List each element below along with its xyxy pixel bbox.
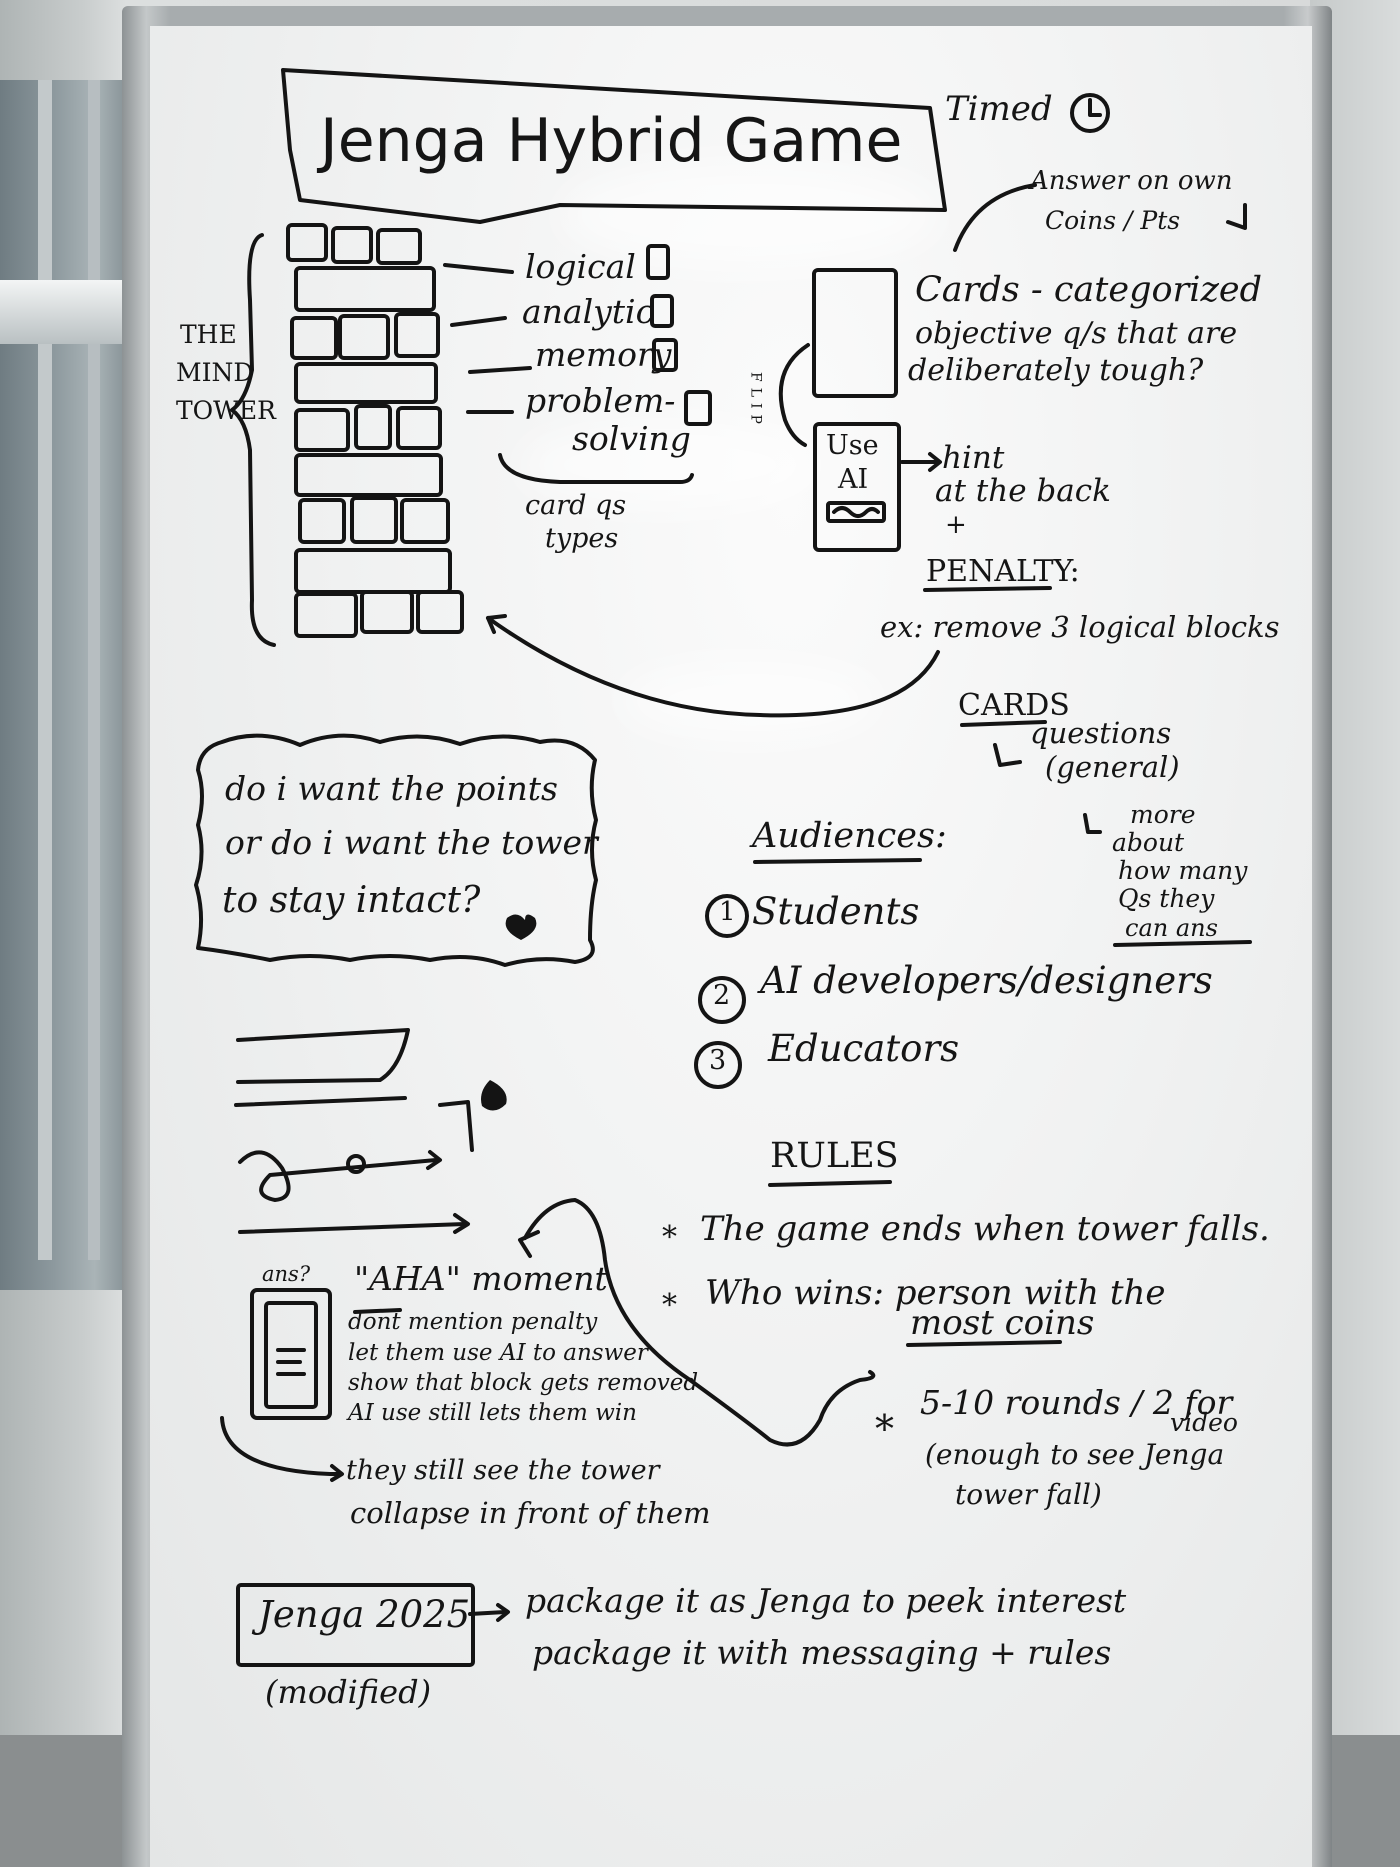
mind-tower-line-2: MIND (176, 358, 254, 387)
card-types-caption-2: types (545, 523, 619, 554)
footer-bullet-1: package it as Jenga to peek interest (525, 1581, 1127, 1620)
audiences-heading: Audiences: (752, 816, 947, 856)
number-circle (698, 976, 746, 1024)
audience-educators: Educators (768, 1027, 960, 1070)
aha-footer-2: collapse in front of them (350, 1496, 711, 1530)
cards-line-about: about (1112, 828, 1185, 857)
heart-icon (505, 914, 537, 940)
mind-tower-line-1: THE (180, 320, 237, 349)
cards-note-line-2: objective q/s that are (915, 316, 1238, 351)
cards-line-can-ans: can ans (1125, 914, 1218, 942)
jenga-tower (286, 223, 464, 638)
checkbox (684, 390, 712, 426)
scribble (236, 1028, 410, 1084)
cards-line-questions: questions (1030, 716, 1172, 750)
cards-line-more: more (1130, 800, 1196, 829)
aha-footer-1: they still see the tower (346, 1455, 660, 1486)
checkbox (646, 244, 670, 280)
penalty-example: ex: remove 3 logical blocks (880, 610, 1280, 644)
rounds-line-4: tower fall) (955, 1478, 1102, 1511)
card-back (813, 422, 901, 552)
board-title: Jenga Hybrid Game (320, 106, 903, 176)
coins-points-label: Coins / Pts (1045, 206, 1181, 235)
cards-line-qs-they: Qs they (1118, 884, 1215, 913)
rounds-line-3: (enough to see Jenga (925, 1438, 1225, 1471)
jenga-2025-box (236, 1583, 475, 1667)
penalty-arrow (486, 616, 940, 718)
cards-line-how-many: how many (1118, 856, 1248, 885)
light-glare (560, 160, 940, 270)
title-box (281, 68, 947, 224)
aha-bullet-2: let them use AI to answer (348, 1340, 648, 1366)
card-front (812, 268, 898, 398)
rule-bullet-2: * (662, 1288, 677, 1323)
aha-bullet-4: AI use still lets them win (348, 1400, 637, 1426)
modified-label: (modified) (265, 1673, 432, 1711)
rule-bullet-3: * (875, 1407, 894, 1451)
rounds-line-2: video (1170, 1408, 1238, 1437)
rounds-line-1: 5-10 rounds / 2 for (920, 1383, 1233, 1422)
number-circle (694, 1041, 742, 1089)
audience-students: Students (752, 890, 920, 933)
ceiling-lamp (0, 280, 125, 344)
card-type-solving: solving (572, 419, 691, 458)
bubble-line-3: to stay intact? (222, 880, 481, 921)
flip-arrow (778, 343, 810, 447)
cards-heading: CARDS (958, 688, 1070, 723)
curved-arrow (953, 183, 1037, 252)
card-type-analytic: analytic (522, 292, 655, 331)
use-ai-line-2: AI (838, 464, 869, 495)
mind-tower-line-3: TOWER (176, 396, 276, 425)
aha-bullet-3: show that block gets removed (348, 1370, 699, 1396)
drop-icon (481, 1080, 507, 1111)
aha-bullet-1: dont mention penalty (348, 1309, 598, 1335)
hint-plus: + (945, 510, 967, 540)
audience-number-1: 1 (719, 897, 736, 927)
audience-number-3: 3 (709, 1045, 727, 1076)
card-type-problem: problem- (525, 381, 676, 420)
cards-note-line-3: deliberately tough? (908, 353, 1204, 388)
rule-most-coins: most coins (910, 1303, 1095, 1343)
tower-brace (230, 233, 276, 647)
jenga-2025-label: Jenga 2025 (258, 1593, 471, 1636)
number-circle (705, 894, 749, 938)
rule-bullet-1: * (662, 1220, 677, 1255)
card-type-memory: memory (535, 335, 672, 374)
use-ai-line-1: Use (826, 430, 879, 461)
flip-label: FLIP (747, 372, 764, 430)
footer-bullet-2: package it with messaging + rules (532, 1633, 1112, 1672)
clock-icon (1070, 93, 1110, 133)
thought-bubble (194, 733, 598, 967)
hint-line-1: hint (942, 440, 1005, 476)
scribble (238, 1150, 438, 1202)
timed-label: Timed (945, 89, 1053, 129)
light-glare (520, 420, 820, 510)
aha-heading: "AHA" moment (354, 1259, 608, 1298)
wavy-connector (523, 1198, 876, 1447)
card-type-logical: logical (525, 247, 636, 286)
audience-number-2: 2 (713, 980, 731, 1011)
bubble-line-2: or do i want the tower (225, 823, 598, 862)
audience-ai-developers: AI developers/designers (760, 959, 1213, 1002)
window-frame (88, 80, 100, 1260)
cards-note-line-1: Cards - categorized (915, 270, 1263, 310)
hint-line-2: at the back (935, 473, 1111, 509)
checkbox (652, 338, 678, 372)
penalty-label: PENALTY: (926, 554, 1080, 589)
card-types-caption-1: card qs (525, 490, 627, 521)
cards-line-general: (general) (1045, 750, 1180, 784)
checkbox (650, 294, 674, 328)
rule-who-wins: Who wins: person with the (705, 1273, 1166, 1313)
bubble-line-1: do i want the points (225, 769, 558, 808)
phone-sketch (250, 1288, 332, 1420)
aha-small-label: ans? (262, 1262, 311, 1286)
window-frame (38, 80, 52, 1260)
answer-on-own-label: Answer on own (1030, 166, 1233, 196)
rule-game-ends: The game ends when tower falls. (700, 1209, 1270, 1249)
rules-heading: RULES (770, 1136, 899, 1176)
